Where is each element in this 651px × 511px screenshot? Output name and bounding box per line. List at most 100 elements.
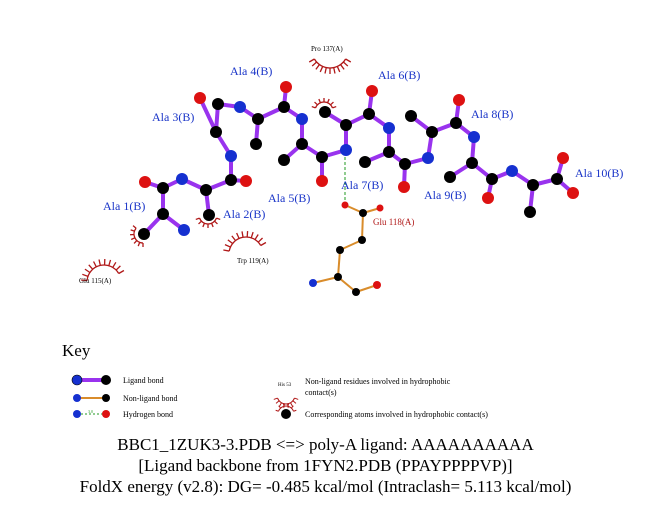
- hydrophobic-arcs: [81, 58, 352, 282]
- residue-label-ala2: Ala 2(B): [223, 207, 265, 221]
- carbon-atom: [524, 206, 536, 218]
- carbon-atom: [340, 119, 352, 131]
- key-arc-atom-shape: [275, 403, 297, 412]
- key-hydrophobic-atom-icon: [275, 403, 297, 412]
- oxygen-atom: [453, 94, 465, 106]
- residue-label-ala3: Ala 3(B): [152, 110, 194, 124]
- hydrophobic-atom-arc-ala2: [195, 217, 221, 228]
- nitrogen-atom: [340, 144, 352, 156]
- residue-labels: Ala 1(B) Ala 2(B) Ala 3(B) Ala 4(B) Ala …: [103, 64, 623, 221]
- hydrophobic-label-glu115: Glu 115(A): [79, 277, 112, 285]
- oxygen-atom: [139, 176, 151, 188]
- nitrogen-atom: [422, 152, 434, 164]
- hydrophobic-arc-glu115: [81, 258, 125, 282]
- key-hydrophobic-residues-label-1: Non-ligand residues involved in hydropho…: [305, 377, 451, 386]
- caption-line-1: BBC1_1ZUK3-3.PDB <=> poly-A ligand: AAAA…: [117, 435, 534, 454]
- carbon-atom: [278, 154, 290, 166]
- oxygen-atom: [482, 192, 494, 204]
- nitrogen-atom: [506, 165, 518, 177]
- hydrophobic-arc-pro137: [308, 58, 352, 74]
- oxygen-atom: [316, 175, 328, 187]
- carbon-atom: [319, 106, 331, 118]
- key-hydrophobic-example-label: His 53: [278, 383, 292, 388]
- key: Ligand bond Non-ligand bond 3.0 Hydrogen…: [71, 374, 488, 419]
- hydrophobic-label-trp119: Trp 119(A): [237, 257, 269, 265]
- carbon-atom: [250, 138, 262, 150]
- nitrogen-atom: [309, 279, 317, 287]
- carbon-atom: [450, 117, 462, 129]
- oxygen-atom: [194, 92, 206, 104]
- carbon-atom: [466, 157, 478, 169]
- residue-label-ala6: Ala 6(B): [378, 68, 420, 82]
- carbon-atom: [316, 151, 328, 163]
- key-nonligand-c-atom: [102, 394, 110, 402]
- carbon-atom: [352, 288, 360, 296]
- carbon-atom: [296, 138, 308, 150]
- carbon-atom: [363, 108, 375, 120]
- carbon-atom: [138, 228, 150, 240]
- carbon-atom: [212, 98, 224, 110]
- carbon-atom: [210, 126, 222, 138]
- carbon-atom: [336, 246, 344, 254]
- residue-label-ala1: Ala 1(B): [103, 199, 145, 213]
- carbon-atom: [551, 173, 563, 185]
- carbon-atom: [278, 101, 290, 113]
- carbon-atom: [225, 174, 237, 186]
- carbon-atom: [157, 182, 169, 194]
- nitrogen-atom: [234, 101, 246, 113]
- key-hbond-o-atom: [102, 410, 110, 418]
- atoms: [138, 81, 579, 296]
- nonligand-labels: Pro 137(A) Trp 119(A) Glu 115(A): [79, 45, 343, 285]
- residue-label-ala9: Ala 9(B): [424, 188, 466, 202]
- key-nonligand-n-atom: [73, 394, 81, 402]
- carbon-atom: [486, 173, 498, 185]
- nitrogen-atom: [225, 150, 237, 162]
- oxygen-atom: [557, 152, 569, 164]
- carbon-atom: [334, 273, 342, 281]
- carbon-atom: [359, 156, 371, 168]
- caption-line-2: [Ligand backbone from 1FYN2.PDB (PPAYPPP…: [138, 456, 513, 475]
- caption-line-3: FoldX energy (v2.8): DG= -0.485 kcal/mol…: [79, 477, 572, 496]
- hydrophobic-label-pro137: Pro 137(A): [311, 45, 343, 53]
- key-ligand-bond-label: Ligand bond: [123, 376, 164, 385]
- key-hbond-label: Hydrogen bond: [123, 410, 173, 419]
- nitrogen-atom: [178, 224, 190, 236]
- carbon-atom: [405, 110, 417, 122]
- carbon-atom: [399, 158, 411, 170]
- key-nonligand-bond-label: Non-ligand bond: [123, 394, 177, 403]
- residue-label-ala8: Ala 8(B): [471, 107, 513, 121]
- bonded-residue-label-glu118: Glu 118(A): [373, 217, 414, 227]
- hydrophobic-atom-arc-ala6: [311, 98, 337, 109]
- carbon-atom: [444, 171, 456, 183]
- oxygen-atom: [567, 187, 579, 199]
- hydrophobic-arc-trp119: [223, 231, 267, 252]
- key-ligand-c-atom: [101, 375, 111, 385]
- key-ligand-n-atom: [71, 374, 83, 386]
- carbon-atom: [527, 179, 539, 191]
- key-hydrophobic-atoms-label: Corresponding atoms involved in hydropho…: [305, 410, 488, 419]
- oxygen-atom: [398, 181, 410, 193]
- hydrophobic-atom-arc-ala1: [129, 225, 144, 247]
- key-hbond-distance: 3.0: [88, 409, 93, 414]
- residue-label-ala4: Ala 4(B): [230, 64, 272, 78]
- carbon-atom: [426, 126, 438, 138]
- carbon-atom: [200, 184, 212, 196]
- carbon-atom: [359, 209, 367, 217]
- oxygen-atom: [341, 201, 349, 209]
- nitrogen-atom: [383, 122, 395, 134]
- residue-label-ala7: Ala 7(B): [341, 178, 383, 192]
- key-hydrophobic-atom: [281, 409, 291, 419]
- residue-label-ala5: Ala 5(B): [268, 191, 310, 205]
- oxygen-atom: [373, 281, 381, 289]
- nitrogen-atom: [296, 113, 308, 125]
- residue-label-ala10: Ala 10(B): [575, 166, 623, 180]
- nitrogen-atom: [176, 173, 188, 185]
- key-hydrophobic-residues-label-2: contact(s): [305, 388, 337, 397]
- nitrogen-atom: [468, 131, 480, 143]
- key-title: Key: [62, 341, 91, 360]
- carbon-atom: [203, 209, 215, 221]
- oxygen-atom: [376, 204, 384, 212]
- carbon-atom: [383, 146, 395, 158]
- carbon-atom: [358, 236, 366, 244]
